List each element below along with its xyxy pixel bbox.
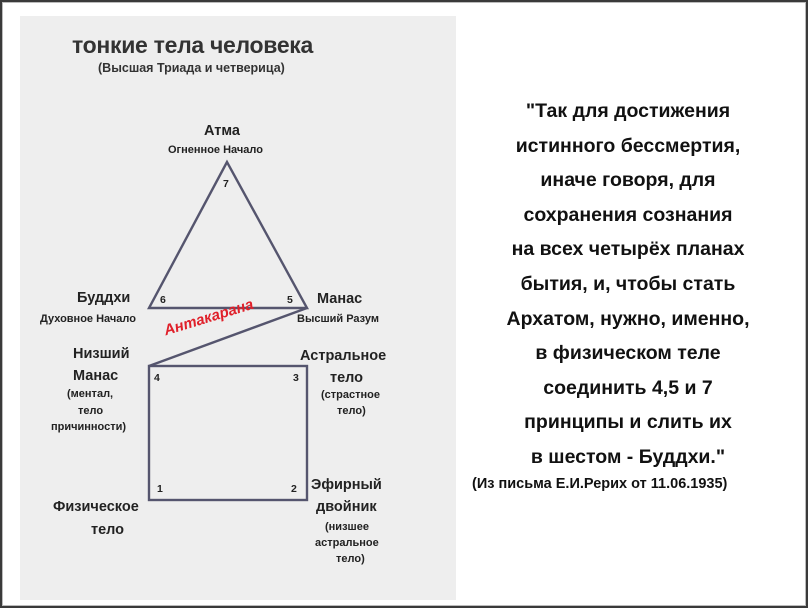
- node-number-5: 5: [287, 294, 293, 306]
- etheric-label-2: двойник: [316, 499, 377, 515]
- etheric-desc-2: астральное: [315, 537, 379, 549]
- quaternary-square: [147, 364, 309, 502]
- lower-manas-label-1: Низший: [73, 346, 130, 362]
- quote-line: "Так для достижения: [525, 100, 731, 122]
- quote-block: "Так для достижения истинного бессмертия…: [464, 94, 792, 475]
- etheric-label-1: Эфирный: [311, 477, 382, 493]
- manas-desc: Высший Разум: [297, 313, 379, 325]
- node-number-6: 6: [160, 294, 166, 306]
- quote-line: в шестом - Буддхи.": [530, 445, 726, 468]
- lower-manas-desc-2: тело: [78, 405, 104, 417]
- node-number-4: 4: [154, 372, 160, 384]
- lower-manas-desc-1: (ментал,: [67, 388, 114, 400]
- buddhi-desc: Духовное Начало: [40, 313, 136, 325]
- quote-line: на всех четырёх планах: [511, 238, 745, 261]
- etheric-desc-1: (низшее: [325, 521, 369, 533]
- quote-line: принципы и слить их: [524, 411, 732, 434]
- diagram-title: тонкие тела человека: [72, 32, 314, 58]
- physical-label-1: Физическое: [53, 499, 139, 515]
- diagram-subtitle: (Высшая Триада и четверица): [98, 61, 285, 75]
- atma-desc: Огненное Начало: [168, 144, 263, 156]
- quote-line: в физическом теле: [535, 342, 721, 365]
- quote-line: соединить 4,5 и 7: [543, 376, 713, 399]
- lower-manas-desc-3: причинности): [51, 421, 127, 433]
- quote-line: иначе говоря, для: [540, 169, 716, 192]
- node-number-2: 2: [291, 483, 297, 495]
- astral-desc-1: (страстное: [321, 389, 380, 401]
- buddhi-label: Буддхи: [77, 290, 131, 306]
- triad-triangle: [146, 159, 310, 310]
- physical-label-2: тело: [91, 522, 125, 538]
- quote-source: (Из письма Е.И.Рерих от 11.06.1935): [472, 476, 728, 492]
- node-number-1: 1: [157, 483, 163, 495]
- manas-label: Манас: [317, 291, 363, 307]
- astral-label-1: Астральное: [300, 348, 387, 364]
- quote-line: истинного бессмертия,: [515, 134, 741, 157]
- quote-line: бытия, и, чтобы стать: [520, 272, 736, 295]
- astral-label-2: тело: [330, 370, 364, 386]
- quote-line: Архатом, нужно, именно,: [506, 307, 750, 330]
- quote-line: сохранения сознания: [523, 203, 733, 226]
- node-number-3: 3: [293, 372, 299, 384]
- antakarana-line: [148, 306, 308, 368]
- lower-manas-label-2: Манас: [73, 368, 119, 384]
- atma-label: Атма: [204, 123, 240, 139]
- node-number-7: 7: [223, 178, 229, 190]
- astral-desc-2: тело): [337, 405, 366, 417]
- etheric-desc-3: тело): [336, 553, 365, 565]
